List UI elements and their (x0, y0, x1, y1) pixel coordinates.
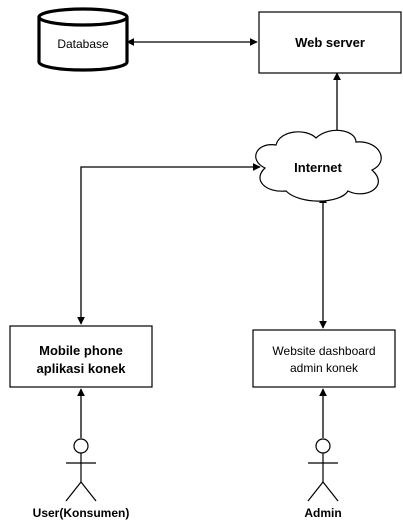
database-node: Database (37, 7, 129, 72)
admin-dashboard-box (252, 329, 396, 388)
admin-stick-figure-icon (307, 438, 339, 502)
web-server-box (258, 11, 402, 74)
admin-dashboard-label-line2: admin konek (290, 361, 359, 375)
admin-actor-label: Admin (304, 506, 341, 520)
admin-dashboard-node: Website dashboard admin konek (252, 329, 396, 388)
mobile-app-label-line2: aplikasi konek (37, 361, 127, 376)
connectors (77, 38, 341, 438)
database-label: Database (57, 37, 109, 51)
web-server-label: Web server (295, 35, 365, 50)
mobile-app-node: Mobile phone aplikasi konek (9, 325, 153, 388)
user-stick-figure-icon (65, 438, 97, 502)
internet-node: Internet (255, 129, 382, 202)
edge-internet-mobile (77, 163, 261, 325)
cloud-icon (255, 129, 382, 202)
user-actor: User(Konsumen) (33, 438, 130, 520)
admin-actor: Admin (304, 438, 342, 520)
internet-label: Internet (294, 160, 342, 175)
mobile-app-box (9, 325, 153, 388)
admin-dashboard-label-line1: Website dashboard (272, 344, 375, 358)
database-cylinder-rim (37, 16, 129, 27)
user-actor-label: User(Konsumen) (33, 506, 130, 520)
web-server-node: Web server (258, 11, 402, 74)
mobile-app-label-line1: Mobile phone (39, 343, 123, 358)
